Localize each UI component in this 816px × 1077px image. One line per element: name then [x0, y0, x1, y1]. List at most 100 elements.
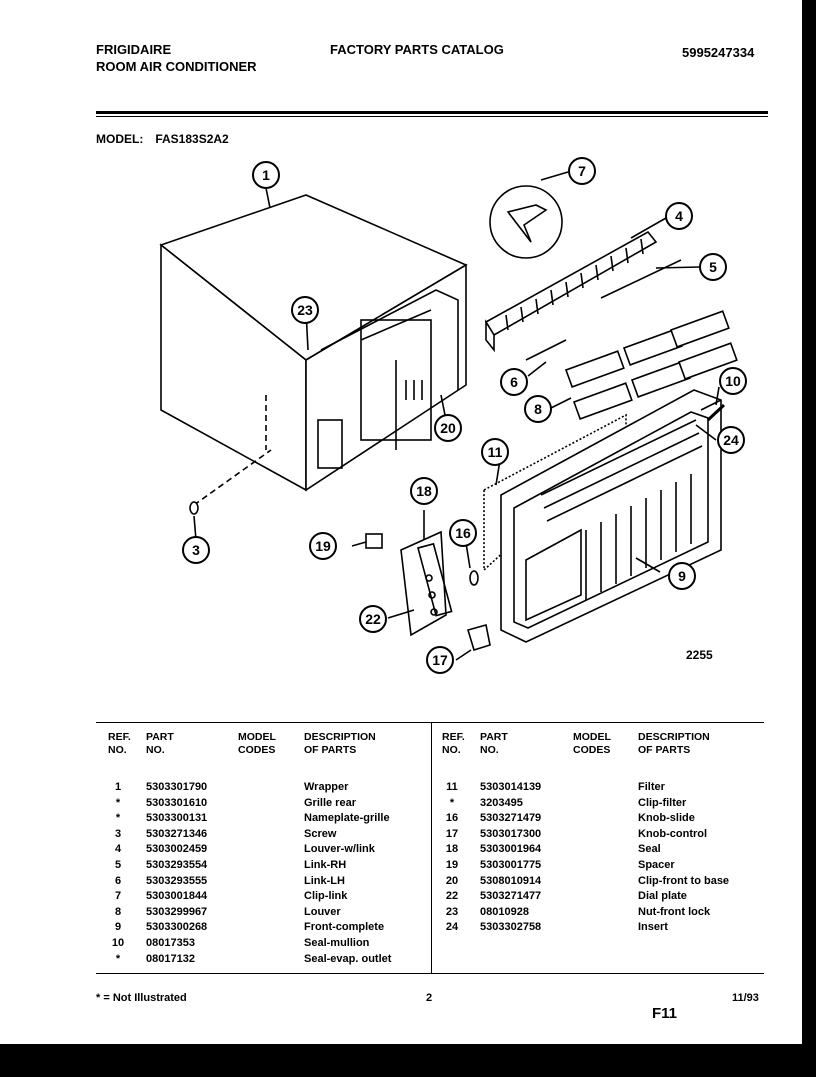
table-cell-desc: Knob-control [638, 827, 708, 840]
header-rule-thick [96, 111, 768, 114]
table-cell-desc: Seal [638, 843, 661, 856]
table-cell-ref: 6 [114, 874, 122, 887]
table-cell-desc: Screw [304, 827, 337, 840]
page-number: 2 [426, 992, 433, 1004]
table-cell-ref: 3 [114, 827, 122, 840]
table-cell-part: 5303001844 [146, 890, 208, 903]
table-cell-part: 5303302758 [480, 921, 542, 934]
catalog-number: 5995247334 [682, 45, 755, 60]
callout-4: 4 [665, 202, 693, 230]
table-cell-desc: Nameplate-grille [304, 812, 390, 825]
table-cell-desc: Seal-evap. outlet [304, 952, 392, 965]
model-number: FAS183S2A2 [155, 132, 229, 146]
header-rule-thin [96, 116, 768, 117]
table-cell-part: 5303293554 [146, 859, 208, 871]
section-code: F11 [652, 1005, 678, 1022]
model-line: MODEL: FAS183S2A2 [96, 132, 241, 146]
callout-16-label: 16 [455, 525, 471, 541]
callout-11: 11 [481, 438, 509, 466]
table-cell-desc: Clip-link [304, 890, 348, 903]
callout-3-label: 3 [192, 542, 200, 558]
callout-18-label: 18 [416, 483, 432, 499]
callout-19: 19 [309, 532, 337, 560]
table-cell-part: 5303001775 [480, 859, 542, 871]
table-cell-desc: Clip-filter [638, 796, 687, 809]
table-cell-ref: 11 [446, 781, 458, 793]
table-cell-part: 5303301790 [146, 781, 208, 793]
table-cell-desc: Louver-w/link [304, 843, 375, 856]
table-cell-desc: Wrapper [304, 781, 349, 793]
table-cell-desc: Nut-front lock [638, 905, 711, 918]
table-divider [431, 723, 432, 973]
table-cell-ref: 18 [445, 843, 459, 856]
header-ref-right: REF.NO. [442, 731, 465, 756]
table-cell-part: 5303002459 [146, 843, 208, 856]
callout-8: 8 [524, 395, 552, 423]
brand-name: FRIGIDAIRE [96, 42, 172, 57]
table-cell-part: 5303017300 [480, 827, 542, 840]
table-cell-part: 5303271346 [146, 827, 208, 840]
scan-mark-icon: ◆ [0, 566, 8, 577]
table-cell-part: 5303301610 [146, 796, 208, 809]
table-cell-part: 5303299967 [146, 905, 208, 918]
table-cell-desc: Filter [638, 781, 665, 793]
callout-18: 18 [410, 477, 438, 505]
callout-19-label: 19 [315, 538, 331, 554]
product-name: ROOM AIR CONDITIONER [96, 59, 257, 74]
callout-17: 17 [426, 646, 454, 674]
louver-slats [505, 238, 644, 331]
callout-10-label: 10 [725, 373, 741, 389]
callout-20-label: 20 [440, 420, 456, 436]
model-label: MODEL: [96, 132, 144, 146]
table-cell-desc: Spacer [638, 859, 675, 871]
callout-24: 24 [717, 426, 745, 454]
table-cell-desc: Knob-slide [638, 812, 695, 825]
table-cell-ref: * [115, 796, 121, 809]
table-cell-ref: 5 [114, 859, 122, 871]
callout-1: 1 [252, 161, 280, 189]
table-cell-ref: 4 [114, 843, 122, 856]
table-cell-ref: 22 [445, 890, 459, 903]
callout-4-label: 4 [675, 208, 683, 224]
table-cell-desc: Front-complete [304, 921, 385, 934]
table-cell-part: 5303001964 [480, 843, 542, 856]
table-cell-desc: Link-LH [304, 874, 345, 887]
callout-22: 22 [359, 605, 387, 633]
callout-10: 10 [719, 367, 747, 395]
louver-pieces [564, 310, 738, 420]
table-cell-ref: 7 [114, 890, 122, 903]
callout-5-label: 5 [709, 259, 717, 275]
wrapper-cabinet [159, 194, 468, 492]
callout-17-label: 17 [432, 652, 448, 668]
table-cell-ref: 20 [445, 874, 459, 887]
table-cell-desc: Seal-mullion [304, 937, 370, 949]
callout-23-label: 23 [297, 302, 313, 318]
callout-9: 9 [668, 562, 696, 590]
callout-16: 16 [449, 519, 477, 547]
catalog-page: FRIGIDAIRE ROOM AIR CONDITIONER FACTORY … [0, 0, 802, 1044]
callout-22-label: 22 [365, 611, 381, 627]
table-cell-part: 3203495 [480, 796, 523, 809]
catalog-title: FACTORY PARTS CATALOG [330, 42, 504, 57]
table-cell-ref: 9 [114, 921, 122, 934]
callout-6-label: 6 [510, 374, 518, 390]
callout-1-label: 1 [262, 167, 270, 183]
table-cell-part: 5303014139 [480, 781, 542, 793]
callout-6: 6 [500, 368, 528, 396]
table-cell-part: 5303300268 [146, 921, 208, 934]
table-cell-ref: 8 [114, 905, 122, 918]
table-cell-part: 5303271479 [480, 812, 542, 825]
table-cell-ref: 10 [111, 937, 125, 949]
table-cell-part: 5308010914 [480, 874, 542, 887]
table-cell-ref: * [449, 796, 455, 809]
table-cell-part: 5303271477 [480, 890, 542, 903]
callout-23: 23 [291, 296, 319, 324]
table-cell-part: 08017353 [146, 937, 195, 949]
table-cell-desc: Insert [638, 921, 668, 934]
table-cell-ref: 17 [445, 827, 459, 840]
